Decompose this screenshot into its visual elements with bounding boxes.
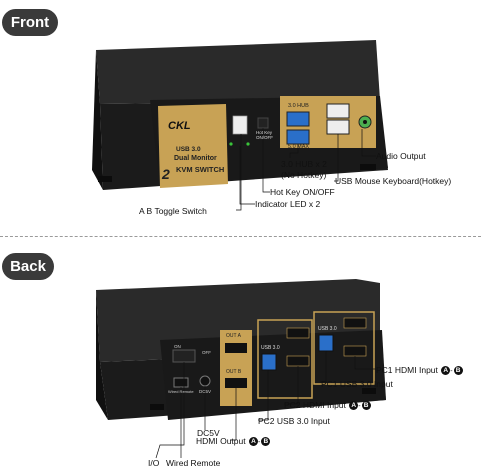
port-label-wired-remote: Wired Remote (168, 389, 194, 394)
hotkey-button (257, 117, 269, 129)
section-divider (0, 236, 481, 237)
front-logo: CKL (168, 120, 191, 132)
callout-dc5v: DC5V (197, 428, 220, 438)
faceplate-line-3: KVM SWITCH (176, 165, 225, 174)
callout-pc1-usb: PC1 USB 3.0 Input (321, 379, 393, 389)
front-device (92, 40, 388, 190)
pc1-hdmi-a (343, 317, 367, 329)
dc5v-jack (199, 375, 211, 387)
callout-pc1-hdmi: PC1 HDMI Input A-B (376, 365, 463, 376)
port-label-usb30-pc2: USB 3.0 (261, 345, 280, 351)
led-a (229, 142, 233, 146)
model-mark: 2 (162, 166, 170, 182)
io-switch (172, 349, 196, 363)
back-title-pill: Back (2, 253, 54, 280)
callout-audio-output: Audio Output (376, 151, 426, 161)
callout-hotkey-onoff: Hot Key ON/OFF (270, 187, 335, 197)
pc1-usb-b (318, 334, 334, 352)
front-leader-lines (236, 128, 376, 211)
callout-hdmi-output: HDMI Output A-B (196, 436, 271, 447)
hdmi-out-a (225, 343, 247, 353)
callout-hdmi-output-text: HDMI Output (196, 436, 246, 446)
hotkey-small-label: Hot Key ON/OFF (256, 130, 273, 140)
faceplate-line-1: USB 3.0 (176, 146, 201, 153)
faceplate-line-2: Dual Monitor (174, 155, 217, 162)
callout-usb-mouse-keyboard: USB Mouse Keyboard(Hotkey) (335, 176, 452, 186)
callout-wired-remote: Wired Remote (166, 458, 221, 468)
badge-a: A (349, 401, 359, 411)
hub-bottom-label: 5.0 MAX (288, 144, 310, 150)
callout-hub-line1: 3.0 HUB x 2 (281, 159, 327, 169)
back-leader-lines (155, 351, 376, 459)
led-b (246, 142, 250, 146)
callout-pc1-hdmi-text: PC1 HDMI Input (376, 365, 438, 375)
ab-toggle-switch (232, 115, 248, 135)
back-device (96, 279, 386, 420)
hub-top-label: 3.0 HUB (288, 103, 309, 109)
usb-hub-1 (286, 111, 310, 127)
port-label-on: ON (174, 344, 181, 349)
port-label-usb30-pc1: USB 3.0 (318, 326, 337, 332)
callout-ab-toggle: A B Toggle Switch (139, 206, 207, 216)
port-label-off: OFF (202, 350, 211, 355)
pc2-hdmi-a (286, 327, 310, 339)
hdmi-out-b (225, 378, 247, 388)
usb-hub-2 (286, 129, 310, 145)
back-title: Back (10, 258, 46, 275)
pc1-hdmi-b (343, 345, 367, 357)
badge-a: A (248, 437, 258, 447)
front-title-pill: Front (2, 9, 58, 36)
callout-pc2-usb: PC2 USB 3.0 Input (258, 416, 330, 426)
port-label-dc5v: DC5V (199, 389, 212, 394)
wired-remote-port (173, 377, 189, 388)
badge-b: B (361, 401, 371, 411)
badge-a: A (441, 366, 451, 376)
port-label-out-a: OUT A (226, 333, 241, 339)
callout-indicator-led: Indicator LED x 2 (255, 199, 321, 209)
usb-kbm-2 (326, 119, 350, 135)
callout-pc2-hdmi: PC2 HDMI Input A-B (284, 400, 371, 411)
badge-b: B (261, 437, 271, 447)
badge-b: B (453, 366, 463, 376)
front-title: Front (10, 14, 50, 31)
pc1-plate (313, 311, 375, 385)
callout-pc2-hdmi-text: PC2 HDMI Input (284, 400, 346, 410)
pc2-usb-b (261, 353, 277, 371)
usb-kbm-1 (326, 103, 350, 119)
pc2-plate (257, 319, 313, 399)
callout-hub-line2: (No Hotkey) (281, 170, 327, 180)
port-label-out-b: OUT B (226, 369, 242, 375)
pc2-hdmi-b (286, 355, 310, 367)
callout-io: I/O (148, 458, 160, 468)
